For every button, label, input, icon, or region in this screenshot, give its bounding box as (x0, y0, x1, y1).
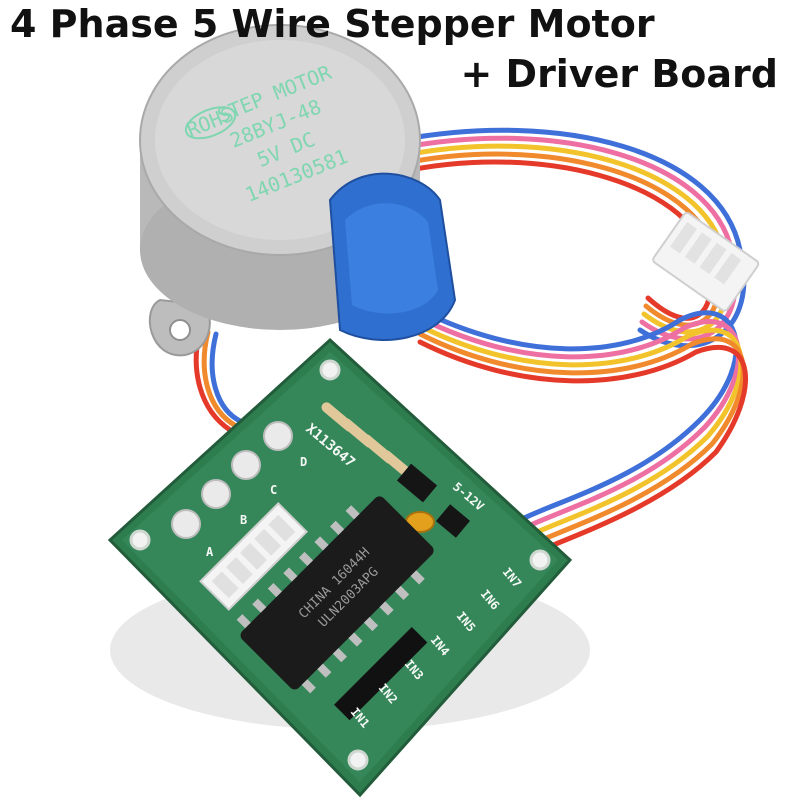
silk-led-c: C (270, 483, 277, 497)
led-c (231, 450, 261, 480)
led-a (171, 509, 201, 539)
cable-connector (652, 211, 760, 312)
board-hole-left (129, 529, 151, 551)
headline-line1: 4 Phase 5 Wire Stepper Motor (10, 2, 655, 46)
board-hole-bottom (347, 749, 369, 771)
power-jumper (396, 463, 471, 538)
board-hole-top (319, 359, 341, 381)
led-b (201, 479, 231, 509)
stepper-motor: ROHS STEP MOTOR 28BYJ-48 5V DC 140130581 (139, 24, 457, 357)
headline-line2: + Driver Board (460, 52, 778, 96)
board-connector (199, 502, 308, 611)
uln2003-chip: CHINA 16044H ULN2003APG (236, 496, 434, 694)
resistor-array (321, 402, 415, 480)
led-d (263, 421, 293, 451)
silk-led-d: D (300, 455, 307, 469)
silk-led-a: A (206, 545, 214, 559)
driver-board: CHINA 16044H ULN2003APG X113647 5-12V D … (107, 337, 573, 798)
headline: 4 Phase 5 Wire Stepper Motor + Driver Bo… (0, 0, 800, 110)
mount-hole (169, 319, 191, 341)
board-hole-right (529, 549, 551, 571)
silk-led-b: B (240, 513, 247, 527)
rohs-badge (184, 106, 237, 140)
input-header (334, 626, 428, 721)
